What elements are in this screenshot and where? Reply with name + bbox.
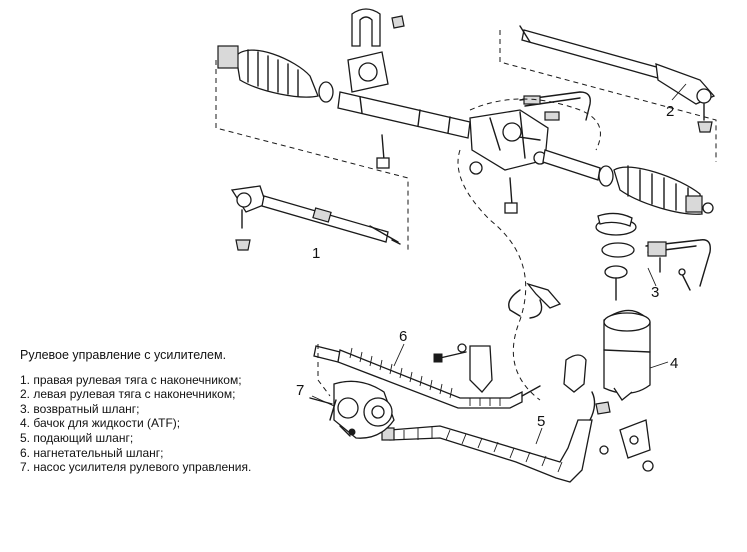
rack-boot-left (217, 45, 334, 103)
fluid-reservoir-atf (595, 218, 654, 472)
legend-item: 1. правая рулевая тяга с наконечником; (20, 372, 242, 387)
legend-item: 4. бачок для жидкости (ATF); (20, 416, 181, 431)
callout-leaders (311, 83, 687, 445)
rack-boot-right (598, 165, 714, 215)
return-hose-3 (597, 212, 711, 291)
tie-rod-right-1 (230, 185, 401, 251)
pressure-hose-6 (313, 343, 541, 409)
callout-3: 3 (651, 284, 659, 301)
steering-rack-assembly (337, 8, 601, 214)
callout-2: 2 (666, 103, 674, 120)
legend-item: 5. подающий шланг; (20, 430, 134, 445)
callout-4: 4 (670, 355, 678, 372)
legend-title: Рулевое управление с усилителем. (20, 348, 227, 362)
callout-6: 6 (399, 328, 407, 345)
legend-item: 3. возвратный шланг; (20, 401, 140, 416)
legend-item: 7. насос усилителя рулевого управления. (20, 460, 252, 475)
callout-7: 7 (296, 382, 304, 399)
legend-list: 1. правая рулевая тяга с наконечником; 2… (20, 373, 320, 475)
callout-1: 1 (312, 245, 320, 262)
callout-5: 5 (537, 413, 545, 430)
legend-item: 2. левая рулевая тяга с наконечником; (20, 387, 236, 402)
legend-item: 6. нагнетательный шланг; (20, 445, 164, 460)
tie-rod-left-2 (519, 25, 716, 133)
power-steering-pump (309, 380, 395, 439)
parts-legend: Рулевое управление с усилителем. 1. прав… (20, 348, 320, 475)
assembly-relation-lines (215, 30, 717, 401)
supply-hose-5 (381, 354, 596, 483)
hose-clamp (508, 282, 562, 319)
